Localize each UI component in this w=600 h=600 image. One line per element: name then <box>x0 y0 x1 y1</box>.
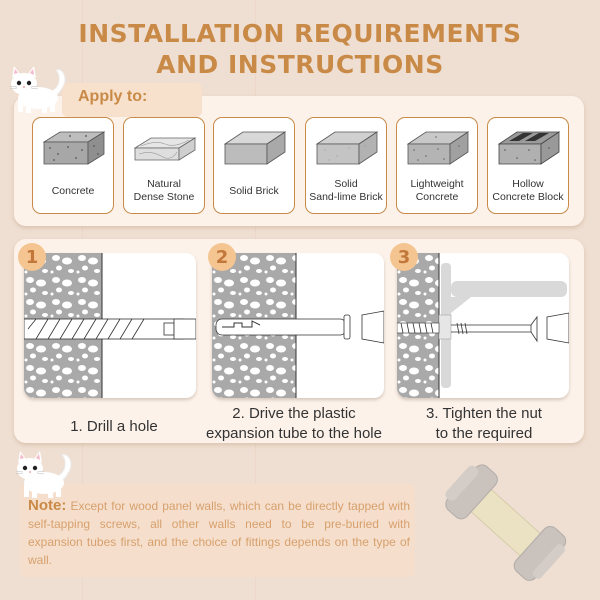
material-label: Lightweight Concrete <box>410 178 464 203</box>
step-1-badge: 1 <box>18 243 46 271</box>
step-3-caption: 3. Tighten the nut to the required <box>426 405 542 442</box>
material-label: Solid Sand-lime Brick <box>309 178 383 203</box>
note-text: Note: Except for wood panel walls, which… <box>28 497 410 569</box>
page-title: INSTALLATION REQUIREMENTS AND INSTRUCTIO… <box>0 18 600 80</box>
cat-mascot-icon <box>10 447 78 499</box>
material-card-solid-brick: Solid Brick <box>213 117 295 214</box>
material-label: Solid Brick <box>229 184 279 197</box>
step-3-badge: 3 <box>390 243 418 271</box>
step-1-illustration <box>24 253 196 398</box>
step-3-illustration <box>397 253 569 398</box>
note-body: Except for wood panel walls, which can b… <box>28 499 410 567</box>
lightweight-concrete-icon <box>406 131 470 165</box>
solid-brick-icon <box>223 131 287 165</box>
hollow-block-icon <box>497 131 561 165</box>
cat-mascot-icon <box>4 62 72 114</box>
apply-to-label: Apply to: <box>78 88 148 105</box>
title-line-2: AND INSTRUCTIONS <box>156 50 444 79</box>
product-scratching-post-icon <box>440 452 570 592</box>
note-label: Note: <box>28 497 67 514</box>
material-label: Concrete <box>51 184 95 197</box>
material-card-concrete: Concrete <box>32 117 114 214</box>
step-2-badge: 2 <box>208 243 236 271</box>
material-card-sand-lime-brick: Solid Sand-lime Brick <box>305 117 387 214</box>
material-card-natural-stone: Natural Dense Stone <box>123 117 205 214</box>
material-label: Hollow Concrete Block <box>492 178 564 203</box>
material-card-hollow-block: Hollow Concrete Block <box>487 117 569 214</box>
step-2-illustration <box>212 253 384 398</box>
natural-stone-icon <box>133 137 197 161</box>
note-box <box>20 484 415 577</box>
material-label: Natural Dense Stone <box>133 178 195 203</box>
sand-lime-brick-icon <box>315 131 379 165</box>
apply-to-tab <box>62 83 202 117</box>
step-1-caption: 1. Drill a hole <box>70 418 158 435</box>
concrete-block-icon <box>42 131 106 165</box>
step-2-caption: 2. Drive the plastic expansion tube to t… <box>206 405 382 442</box>
title-line-1: INSTALLATION REQUIREMENTS <box>78 19 522 48</box>
material-card-lightweight-concrete: Lightweight Concrete <box>396 117 478 214</box>
